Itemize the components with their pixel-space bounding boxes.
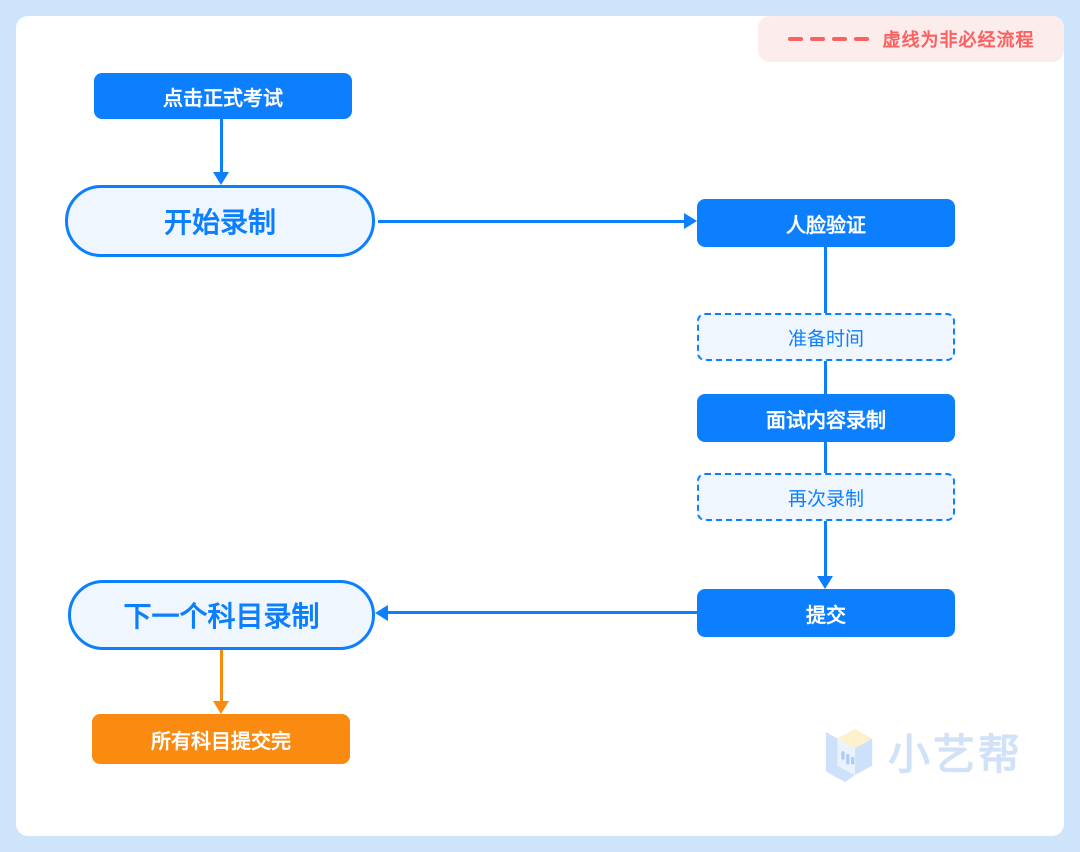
connector-next-to-all: [220, 650, 223, 701]
connector-interview-to-again: [824, 442, 827, 473]
legend-label: 虚线为非必经流程: [882, 30, 1035, 50]
flow-node-record-again: 再次录制: [697, 473, 955, 521]
flow-node-face-verification: 人脸验证: [697, 199, 955, 247]
arrowhead-right-icon: [684, 213, 697, 229]
legend-dashed-line-icon: [787, 37, 869, 41]
flowchart-panel: 虚线为非必经流程 点击正式考试 开始录制 人脸验证 准备时间 面试内容录制 再次…: [16, 16, 1064, 836]
legend-dash: [809, 37, 825, 41]
arrowhead-down-orange-icon: [213, 701, 229, 714]
legend-box: 虚线为非必经流程: [758, 16, 1064, 62]
connector-submit-to-next: [388, 611, 697, 614]
connector-face-to-prep: [824, 247, 827, 313]
connector-again-to-submit: [824, 521, 827, 576]
arrowhead-left-icon: [375, 605, 388, 621]
flow-node-next-subject-recording: 下一个科目录制: [68, 580, 375, 650]
legend-dash: [853, 37, 869, 41]
arrowhead-down-icon: [817, 576, 833, 589]
arrowhead-down-icon: [213, 172, 229, 185]
connector-prep-to-interview: [824, 361, 827, 394]
flow-node-submit: 提交: [697, 589, 955, 637]
xiaoyibang-logo: 小艺帮: [822, 722, 1023, 788]
xiaoyibang-logo-text: 小艺帮: [888, 731, 1024, 778]
xiaoyibang-cube-icon: [825, 728, 873, 783]
legend-dash: [787, 37, 803, 41]
legend-dash: [831, 37, 847, 41]
flow-node-start-recording: 开始录制: [65, 185, 375, 257]
flow-node-interview-recording: 面试内容录制: [697, 394, 955, 442]
flow-node-preparation-time: 准备时间: [697, 313, 955, 361]
connector-click-to-start: [220, 119, 223, 172]
flow-node-click-formal-exam: 点击正式考试: [94, 73, 352, 119]
connector-start-to-face: [378, 220, 684, 223]
flow-node-all-subjects-submitted: 所有科目提交完: [92, 714, 350, 764]
